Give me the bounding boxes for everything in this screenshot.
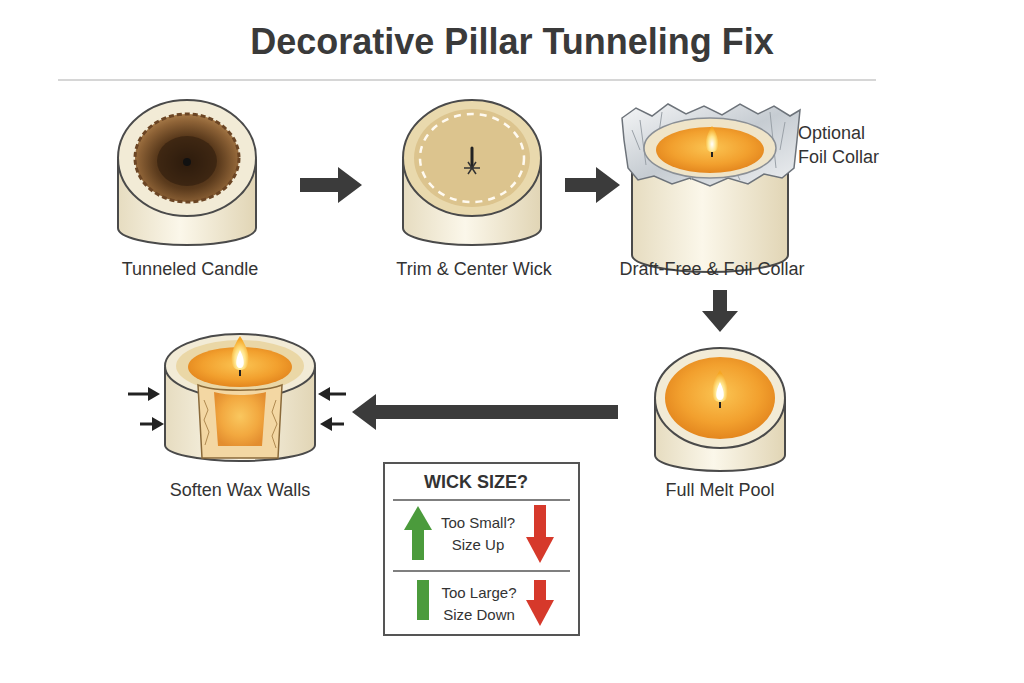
flow-arrow — [702, 290, 738, 332]
trimmed-candle-art — [403, 100, 541, 216]
full-melt-pool-candle-art — [719, 402, 721, 408]
foil-collar-candle-art — [711, 152, 713, 157]
softened-walls-candle-art — [165, 334, 315, 461]
softened-walls-candle-art — [198, 385, 282, 458]
title-rule — [58, 79, 876, 81]
step-label: Draft-Free & Foil Collar — [592, 258, 832, 280]
wick-size-panel-art — [534, 580, 546, 602]
softened-walls-candle-art — [236, 350, 244, 368]
step-label: Trim & Center Wick — [374, 258, 574, 280]
pressure-arrows — [128, 393, 148, 396]
tunneled-candle-art — [183, 158, 191, 166]
full-melt-pool-candle-art — [665, 357, 775, 439]
full-melt-pool-candle-art — [716, 382, 724, 400]
box-row-text: Too Large? Size Down — [437, 582, 521, 626]
trimmed-candle-art — [464, 162, 480, 174]
trimmed-candle-art — [420, 114, 524, 202]
flow-arrow — [565, 167, 620, 203]
wick-size-panel-art — [526, 537, 554, 563]
step-label: Full Melt Pool — [620, 479, 820, 501]
tunneled-candle-art — [118, 100, 256, 245]
foil-collar-candle-art — [622, 104, 800, 272]
step-label: Soften Wax Walls — [140, 479, 340, 501]
foil-collar-candle-art — [656, 127, 764, 173]
full-melt-pool-candle-art — [655, 348, 785, 471]
wick-size-panel-art — [404, 506, 432, 530]
wick-size-panel-art — [417, 580, 429, 620]
foil-collar-candle-art — [644, 118, 776, 178]
step-label: Tunneled Candle — [90, 258, 290, 280]
pressure-arrows — [332, 423, 344, 426]
tunneled-candle-art — [157, 136, 217, 186]
softened-walls-candle-art — [214, 392, 266, 446]
foil-collar-candle-art — [622, 104, 800, 186]
wick-size-panel-art — [534, 505, 546, 539]
softened-walls-candle-art — [239, 370, 241, 376]
wick-size-panel-art — [412, 528, 424, 560]
stage-node: Draft-Free & Foil Collar — [620, 95, 805, 290]
pressure-arrows — [140, 423, 152, 426]
trimmed-candle-art — [471, 148, 474, 167]
stage-node: Full Melt Pool — [618, 332, 818, 510]
pressure-arrows — [152, 417, 164, 431]
tunneled-candle-art — [135, 114, 239, 202]
wick-size-panel-art — [383, 462, 580, 636]
wick-size-panel-art — [526, 600, 554, 626]
foil-collar-candle-art — [706, 126, 719, 152]
softened-walls-candle-art — [188, 347, 292, 387]
pressure-arrows — [318, 387, 330, 401]
stage-node: Tunneled Candle — [80, 95, 300, 290]
full-melt-pool-candle-art — [712, 370, 728, 402]
callout-label: Optional Foil Collar — [798, 121, 893, 169]
pressure-arrows — [330, 393, 346, 396]
diagram-title: Decorative Pillar Tunneling Fix — [0, 22, 1024, 62]
stage-node: Soften Wax Walls — [115, 325, 352, 510]
tunneled-candle-art — [118, 100, 256, 216]
softened-walls-candle-art — [231, 336, 248, 370]
trimmed-candle-art — [403, 100, 541, 245]
flow-arrow — [300, 167, 362, 203]
full-melt-pool-candle-art — [655, 348, 785, 448]
wick-size-panel-art — [383, 462, 580, 636]
foil-collar-candle-art — [632, 112, 785, 180]
flow-arrow — [352, 394, 618, 430]
softened-walls-candle-art — [165, 334, 315, 398]
wick-size-panel-art — [393, 500, 570, 571]
box-row-text: Too Small? Size Up — [436, 512, 520, 556]
pressure-arrows — [320, 417, 332, 431]
pressure-arrows — [148, 387, 160, 401]
stage-node: Trim & Center Wick — [362, 95, 565, 290]
box-heading: WICK SIZE? — [391, 471, 561, 493]
trimmed-candle-art — [414, 109, 530, 207]
pressure-arrows — [128, 387, 346, 431]
softened-walls-candle-art — [204, 400, 277, 448]
info-box: WICK SIZE? Too Small? Size Up Too Large? S… — [383, 462, 580, 636]
